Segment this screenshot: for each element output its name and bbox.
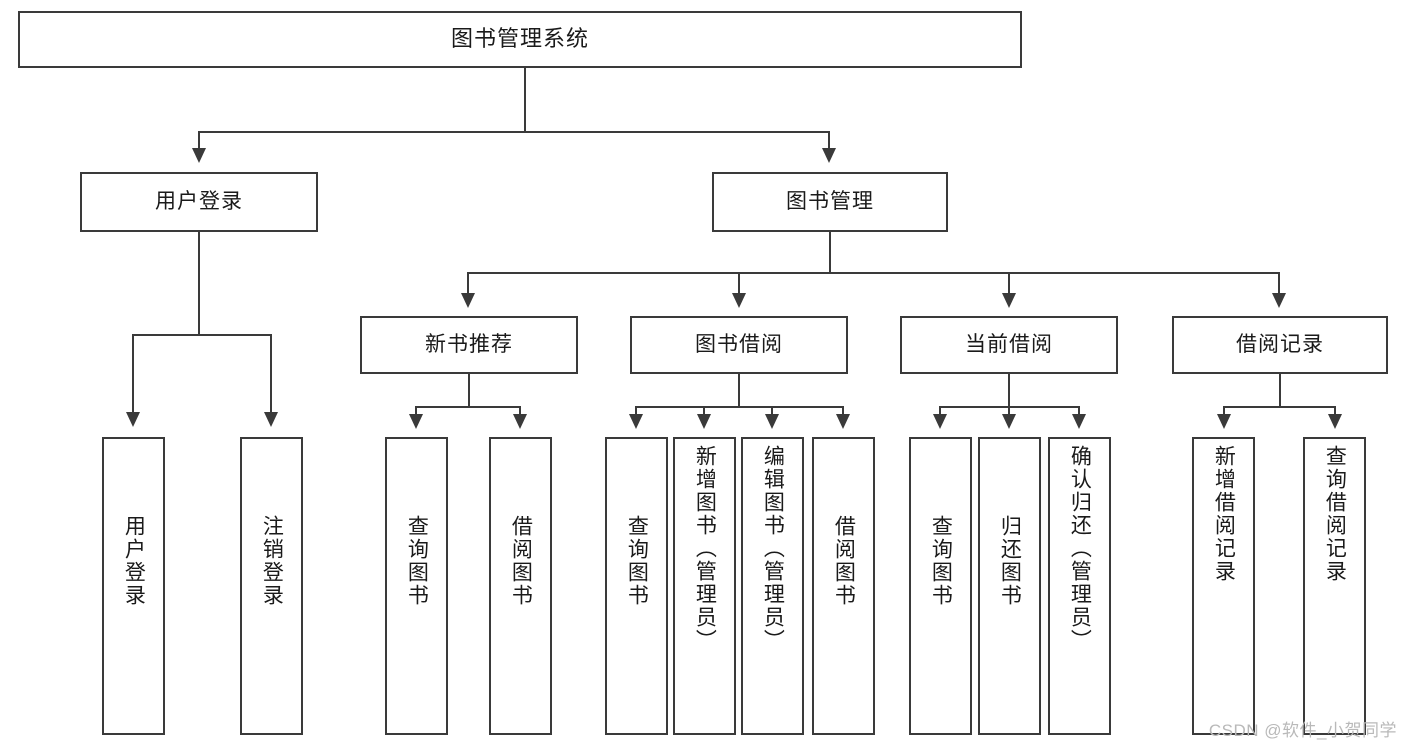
node-book-management[interactable]: 图书管理 bbox=[712, 172, 948, 232]
connector-book-borrow-drop-2 bbox=[703, 406, 705, 418]
connector-new-book-drop-2 bbox=[519, 406, 521, 418]
node-leaf-return-book[interactable]: 归还图书 bbox=[978, 437, 1041, 735]
node-leaf-query-book-new[interactable]: 查询图书 bbox=[385, 437, 448, 735]
connector-current-borrow-drop-2 bbox=[1008, 406, 1010, 418]
node-user-login[interactable]: 用户登录 bbox=[80, 172, 318, 232]
connector-book-mgmt-drop-2 bbox=[738, 272, 740, 296]
node-leaf-query-book-current[interactable]: 查询图书 bbox=[909, 437, 972, 735]
node-current-borrow[interactable]: 当前借阅 bbox=[900, 316, 1118, 374]
arrow-book-mgmt-to-borrow-record bbox=[1272, 293, 1286, 308]
connector-current-borrow-stem bbox=[1008, 374, 1010, 408]
node-label: 用户登录 bbox=[122, 515, 146, 607]
connector-current-borrow-drop-3 bbox=[1078, 406, 1080, 418]
node-label: 图书管理 bbox=[786, 190, 874, 214]
arrow-root-to-book-mgmt bbox=[822, 148, 836, 163]
node-leaf-query-borrow-record[interactable]: 查询借阅记录 bbox=[1303, 437, 1366, 735]
arrow-borrow-record-leaf-2 bbox=[1328, 414, 1342, 429]
arrow-borrow-record-leaf-1 bbox=[1217, 414, 1231, 429]
connector-borrow-record-bar bbox=[1224, 406, 1336, 408]
connector-book-mgmt-stem bbox=[829, 232, 831, 274]
arrow-current-borrow-leaf-3 bbox=[1072, 414, 1086, 429]
node-label: 查询图书 bbox=[929, 515, 953, 607]
arrow-book-borrow-leaf-4 bbox=[836, 414, 850, 429]
connector-borrow-record-drop-1 bbox=[1223, 406, 1225, 418]
connector-borrow-record-drop-2 bbox=[1334, 406, 1336, 418]
node-label: 借阅图书 bbox=[509, 515, 533, 607]
node-label: 新增借阅记录 bbox=[1212, 445, 1236, 583]
connector-user-login-drop-2 bbox=[270, 334, 272, 416]
connector-new-book-stem bbox=[468, 374, 470, 408]
arrow-book-borrow-leaf-1 bbox=[629, 414, 643, 429]
connector-book-mgmt-drop-1 bbox=[467, 272, 469, 296]
node-leaf-query-book[interactable]: 查询图书 bbox=[605, 437, 668, 735]
node-label: 查询图书 bbox=[625, 515, 649, 607]
watermark-text: CSDN @软件_小贺同学 bbox=[1208, 721, 1397, 740]
node-label: 编辑图书（管理员） bbox=[761, 445, 785, 652]
node-label: 归还图书 bbox=[998, 515, 1022, 607]
node-new-book-recommend[interactable]: 新书推荐 bbox=[360, 316, 578, 374]
connector-new-book-drop-1 bbox=[415, 406, 417, 418]
connector-root-to-user-login bbox=[198, 131, 200, 151]
node-label: 新书推荐 bbox=[425, 333, 513, 357]
node-label: 当前借阅 bbox=[965, 333, 1053, 357]
arrow-book-mgmt-to-book-borrow bbox=[732, 293, 746, 308]
arrow-user-login-leaf-2 bbox=[264, 412, 278, 427]
node-label: 查询借阅记录 bbox=[1323, 445, 1347, 583]
arrow-book-mgmt-to-current-borrow bbox=[1002, 293, 1016, 308]
connector-user-login-drop-1 bbox=[132, 334, 134, 416]
connector-borrow-record-stem bbox=[1279, 374, 1281, 408]
connector-book-mgmt-drop-3 bbox=[1008, 272, 1010, 296]
node-leaf-confirm-return-admin[interactable]: 确认归还（管理员） bbox=[1048, 437, 1111, 735]
arrow-new-book-leaf-2 bbox=[513, 414, 527, 429]
node-leaf-borrow-book[interactable]: 借阅图书 bbox=[812, 437, 875, 735]
connector-user-login-stem bbox=[198, 232, 200, 336]
node-label: 借阅图书 bbox=[832, 515, 856, 607]
node-leaf-add-borrow-record[interactable]: 新增借阅记录 bbox=[1192, 437, 1255, 735]
connector-book-mgmt-drop-4 bbox=[1278, 272, 1280, 296]
node-label: 新增图书（管理员） bbox=[693, 445, 717, 652]
arrow-new-book-leaf-1 bbox=[409, 414, 423, 429]
node-root-system[interactable]: 图书管理系统 bbox=[18, 11, 1022, 68]
connector-root-to-book-mgmt bbox=[828, 131, 830, 151]
arrow-current-borrow-leaf-1 bbox=[933, 414, 947, 429]
connector-book-borrow-drop-1 bbox=[635, 406, 637, 418]
connector-user-login-bar bbox=[133, 334, 272, 336]
node-leaf-user-login[interactable]: 用户登录 bbox=[102, 437, 165, 735]
connector-book-mgmt-bar bbox=[468, 272, 1280, 274]
connector-book-borrow-drop-4 bbox=[842, 406, 844, 418]
node-leaf-borrow-book-new[interactable]: 借阅图书 bbox=[489, 437, 552, 735]
arrow-root-to-user-login bbox=[192, 148, 206, 163]
node-label: 用户登录 bbox=[155, 190, 243, 214]
connector-current-borrow-drop-1 bbox=[939, 406, 941, 418]
connector-book-borrow-drop-3 bbox=[771, 406, 773, 418]
node-label: 图书借阅 bbox=[695, 333, 783, 357]
arrow-current-borrow-leaf-2 bbox=[1002, 414, 1016, 429]
node-leaf-add-book-admin[interactable]: 新增图书（管理员） bbox=[673, 437, 736, 735]
node-leaf-logout[interactable]: 注销登录 bbox=[240, 437, 303, 735]
node-label: 确认归还（管理员） bbox=[1068, 445, 1092, 652]
arrow-book-borrow-leaf-3 bbox=[765, 414, 779, 429]
connector-book-borrow-stem bbox=[738, 374, 740, 408]
connector-root-bar bbox=[198, 131, 830, 133]
node-leaf-edit-book-admin[interactable]: 编辑图书（管理员） bbox=[741, 437, 804, 735]
connector-root-stem bbox=[524, 68, 526, 133]
arrow-book-mgmt-to-new-book bbox=[461, 293, 475, 308]
node-label: 图书管理系统 bbox=[450, 26, 589, 52]
node-book-borrow[interactable]: 图书借阅 bbox=[630, 316, 848, 374]
arrow-book-borrow-leaf-2 bbox=[697, 414, 711, 429]
connector-current-borrow-bar bbox=[940, 406, 1080, 408]
node-label: 借阅记录 bbox=[1236, 333, 1324, 357]
node-label: 注销登录 bbox=[260, 515, 284, 607]
arrow-user-login-leaf-1 bbox=[126, 412, 140, 427]
connector-book-borrow-bar bbox=[636, 406, 844, 408]
node-label: 查询图书 bbox=[405, 515, 429, 607]
node-borrow-record[interactable]: 借阅记录 bbox=[1172, 316, 1388, 374]
connector-new-book-bar bbox=[416, 406, 521, 408]
